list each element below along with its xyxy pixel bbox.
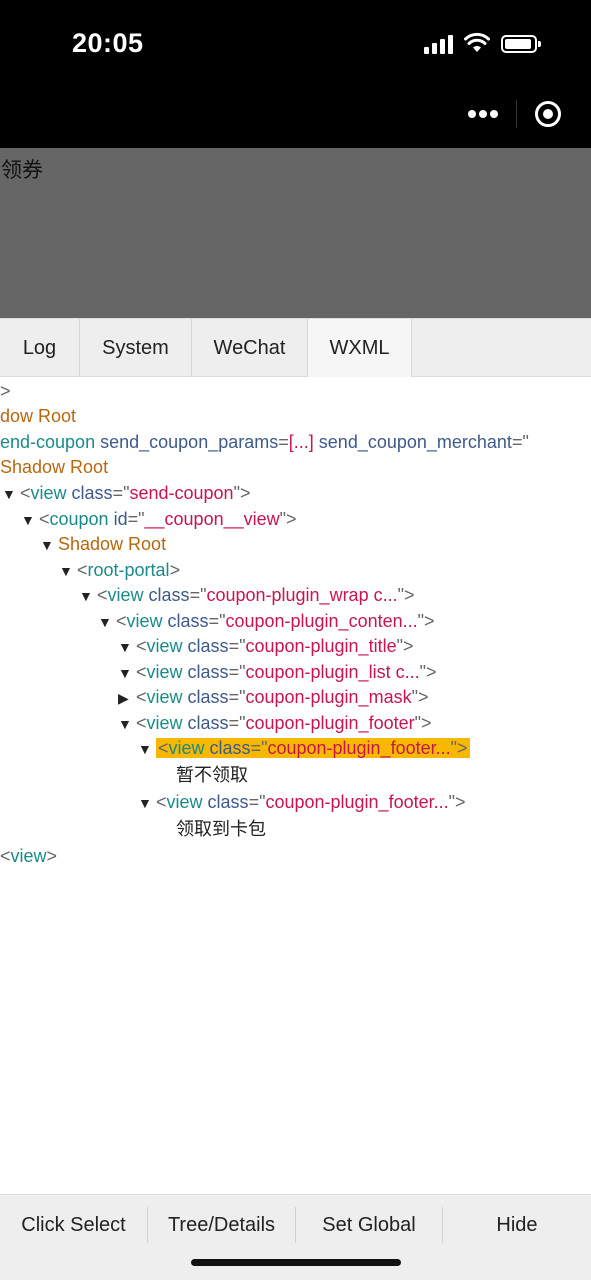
expand-arrow-icon[interactable]: ▼ — [21, 512, 35, 528]
tree-row[interactable]: > — [0, 381, 11, 401]
more-options-icon[interactable] — [468, 110, 498, 118]
tree-row[interactable]: <view> — [0, 846, 58, 866]
tree-row[interactable]: ▼<view class="coupon-plugin_conten..."> — [98, 608, 435, 634]
wxml-tree: > dow Root end-coupon send_coupon_params… — [0, 378, 591, 1194]
tree-details-button[interactable]: Tree/Details — [167, 1214, 276, 1236]
expand-arrow-icon[interactable]: ▼ — [138, 741, 152, 757]
tree-row[interactable]: ▼<view class="coupon-plugin_footer..."> — [138, 789, 466, 815]
expand-arrow-icon[interactable]: ▼ — [118, 716, 132, 732]
tree-row[interactable]: ▶<view class="coupon-plugin_mask"> — [118, 684, 428, 710]
tab-wxml[interactable]: WXML — [308, 319, 412, 377]
capsule-divider — [516, 100, 517, 128]
battery-icon — [501, 35, 541, 53]
coupon-title[interactable]: 领券 — [1, 159, 43, 182]
hide-button[interactable]: Hide — [496, 1214, 538, 1236]
click-select-button[interactable]: Click Select — [21, 1214, 126, 1236]
expand-arrow-icon[interactable]: ▼ — [2, 486, 16, 502]
status-bar: 20:05 — [0, 0, 591, 148]
cellular-signal-icon — [424, 34, 454, 54]
debug-tab-bar: Log System WeChat WXML — [0, 318, 591, 377]
tree-row[interactable]: dow Root — [0, 406, 77, 426]
tree-row-text[interactable]: 领取到卡包 — [176, 819, 266, 839]
expand-arrow-icon[interactable]: ▼ — [118, 639, 132, 655]
divider — [147, 1207, 148, 1243]
page-content: 领券 — [0, 148, 591, 318]
tab-log[interactable]: Log — [0, 319, 80, 377]
tree-row[interactable]: ▼<view class="send-coupon"> — [2, 480, 250, 506]
expand-arrow-icon[interactable]: ▼ — [59, 563, 73, 579]
tree-row[interactable]: ▼<root-portal> — [59, 557, 180, 583]
tree-row-selected[interactable]: ▼<view class="coupon-plugin_footer..."> — [138, 735, 470, 761]
tree-row[interactable]: ▼<view class="coupon-plugin_wrap c..."> — [79, 582, 415, 608]
tree-row[interactable]: ▼<view class="coupon-plugin_list c..."> — [118, 659, 436, 685]
tree-row[interactable]: ▼<view class="coupon-plugin_footer"> — [118, 710, 432, 736]
home-indicator[interactable] — [191, 1259, 401, 1266]
close-miniprogram-icon[interactable] — [535, 101, 561, 127]
tree-row-text[interactable]: 暂不领取 — [176, 765, 248, 785]
tree-row[interactable]: ▼<view class="coupon-plugin_title"> — [118, 633, 414, 659]
expand-arrow-icon[interactable]: ▼ — [40, 537, 54, 553]
clock: 20:05 — [72, 28, 144, 58]
tree-row[interactable]: Shadow Root — [0, 457, 109, 477]
tab-system[interactable]: System — [80, 319, 192, 377]
wifi-icon — [464, 32, 490, 52]
divider — [442, 1207, 443, 1243]
tab-wechat[interactable]: WeChat — [192, 319, 308, 377]
tree-row[interactable]: end-coupon send_coupon_params=[...] send… — [0, 432, 529, 452]
tree-row[interactable]: ▼<coupon id="__coupon__view"> — [21, 506, 297, 532]
tree-row[interactable]: ▼Shadow Root — [40, 531, 166, 557]
expand-arrow-icon[interactable]: ▼ — [118, 665, 132, 681]
set-global-button[interactable]: Set Global — [322, 1214, 416, 1236]
divider — [295, 1207, 296, 1243]
expand-arrow-icon[interactable]: ▼ — [79, 588, 93, 604]
collapse-arrow-icon[interactable]: ▶ — [118, 690, 129, 706]
selected-node-highlight[interactable]: <view class="coupon-plugin_footer..."> — [156, 738, 470, 758]
expand-arrow-icon[interactable]: ▼ — [138, 795, 152, 811]
expand-arrow-icon[interactable]: ▼ — [98, 614, 112, 630]
debug-action-bar: Click Select Tree/Details Set Global Hid… — [0, 1194, 591, 1280]
